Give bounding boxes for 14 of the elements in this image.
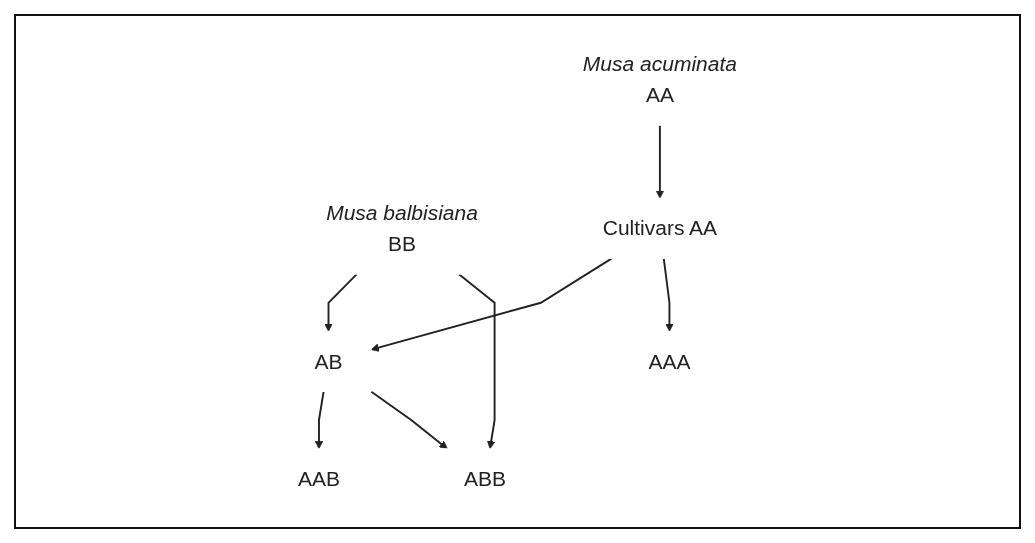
arrow — [370, 390, 448, 450]
arrow — [655, 124, 665, 199]
node-text: Cultivars AA — [602, 216, 718, 241]
arrow — [662, 257, 674, 332]
arrow — [458, 273, 496, 450]
arrow — [370, 257, 613, 352]
node-text: AAA — [648, 349, 691, 374]
arrow — [314, 390, 325, 450]
node-text: AB — [314, 349, 343, 374]
node-text: AAB — [298, 467, 341, 491]
node-text: Musa acuminata AA — [582, 51, 737, 108]
node-text: ABB — [464, 467, 507, 491]
node-text: Musa balbisiana BB — [326, 200, 478, 257]
arrow — [324, 273, 358, 332]
